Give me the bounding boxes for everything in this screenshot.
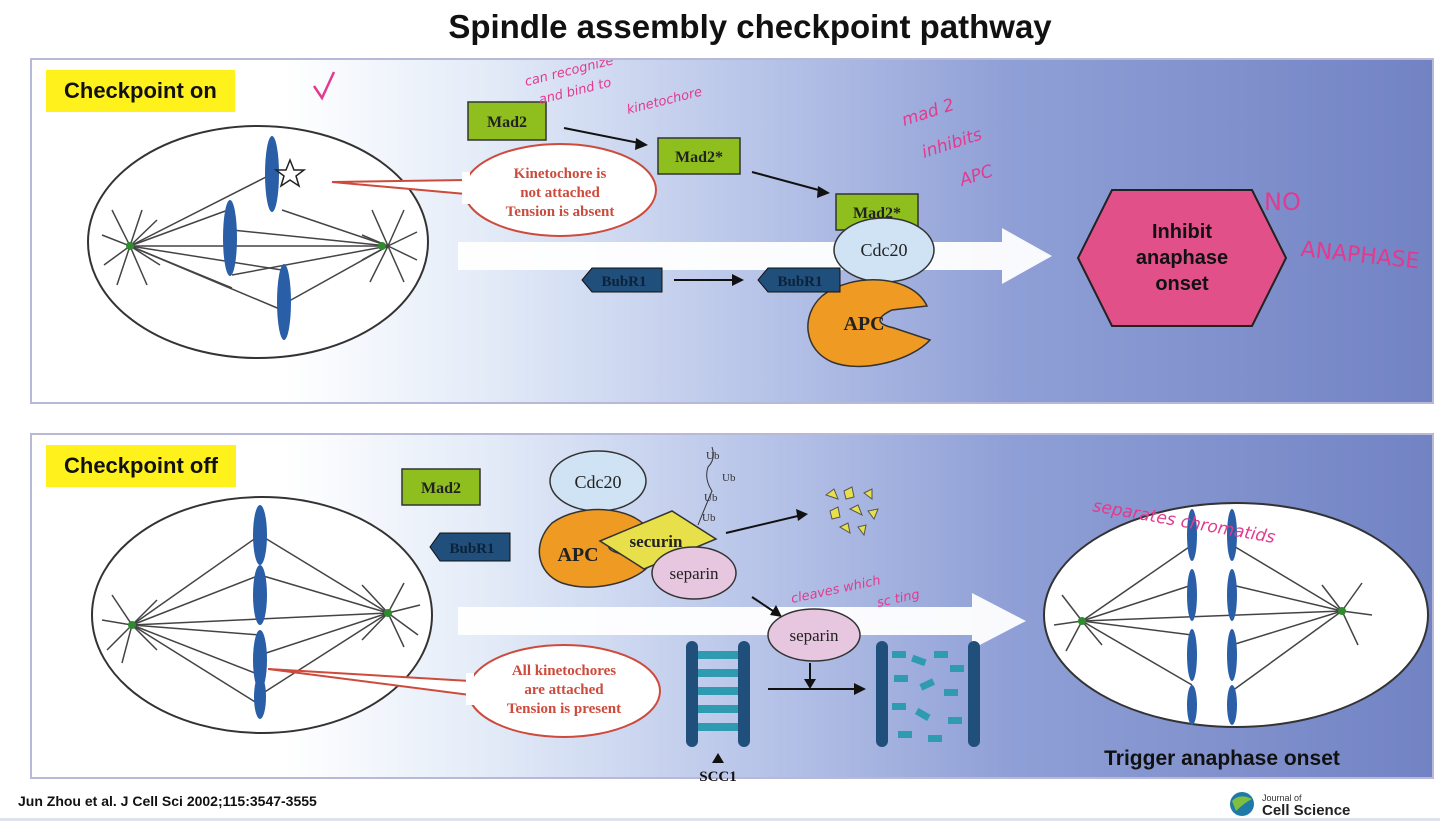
note-right-2: ANAPHASE: [1299, 237, 1420, 274]
mad2-box: [401, 468, 481, 506]
bubble-line-2: are attached: [524, 682, 604, 698]
bubr1-label: BubR1: [449, 541, 494, 557]
bubr1-label: BubR1: [601, 274, 646, 290]
inhibit-line-1: Inhibit: [1152, 221, 1212, 243]
svg-text:Cell Science: Cell Science: [1262, 802, 1350, 819]
ub-2: Ub: [722, 472, 736, 484]
securin-shape: [598, 510, 718, 570]
centrosome-right: [384, 609, 392, 617]
chromosomes: [253, 505, 267, 719]
cohesin-cleaved: [876, 641, 980, 747]
checkpoint-off-panel: Checkpoint off All ki: [30, 433, 1434, 781]
inhibit-hexagon: [1076, 189, 1288, 327]
mad2-star-box: [657, 137, 741, 175]
cell-membrane: [87, 125, 429, 359]
spindle-fibers: [101, 534, 421, 706]
checkpoint-off-label: Checkpoint off: [46, 445, 236, 487]
journal-logo: Journal of Cell Science: [1230, 792, 1350, 819]
apc-shape: [807, 279, 932, 368]
pathway-arrow: [458, 593, 1026, 649]
bubble-line-1: Kinetochore is: [514, 166, 607, 182]
mad2-box: [467, 101, 547, 141]
note-separin-1: cleaves which: [790, 573, 882, 607]
cdc20-label: Cdc20: [575, 472, 622, 492]
chromosomes: [223, 136, 291, 340]
inhibit-line-2: anaphase: [1136, 247, 1228, 269]
securin-label: securin: [630, 532, 683, 551]
mad2-label: Mad2: [421, 480, 461, 497]
checkmark-icon: [312, 71, 336, 101]
scc1-pointer: [712, 753, 724, 763]
apc-shape: [538, 508, 652, 588]
star-icon: [273, 157, 307, 188]
arrow-mad2-star: [751, 171, 827, 193]
checkpoint-on-panel: Checkpoint on: [30, 58, 1434, 404]
checkpoint-on-diagram: Kinetochore is not attached Tension is a…: [87, 60, 1421, 368]
bubr1-bound-shape: [757, 267, 841, 293]
arrow-mad2: [563, 127, 645, 145]
bubr1-shape: [429, 532, 511, 562]
arrow-separin: [751, 596, 777, 614]
note-mid-1: mad 2: [899, 95, 957, 131]
note-mid-3: APC: [956, 161, 995, 191]
note-mid-2: inhibits: [919, 125, 984, 163]
mad2-label: Mad2: [487, 114, 527, 131]
footer-divider: [0, 818, 1440, 821]
note-top-3: kinetochore: [625, 85, 703, 118]
separin-active-label: separin: [789, 626, 839, 645]
centrosome-left: [128, 621, 136, 629]
separated-chromatids: [1187, 509, 1237, 725]
anaphase-spindle: [1053, 544, 1373, 692]
page-title: Spindle assembly checkpoint pathway: [448, 8, 1052, 45]
note-right-1: NO: [1264, 188, 1301, 216]
ub-chain: [697, 446, 714, 526]
logo-text: Journal of: [1262, 793, 1302, 803]
trigger-label: Trigger anaphase onset: [1104, 747, 1340, 770]
cohesin-intact: [686, 641, 750, 747]
apc-label: APC: [843, 313, 884, 335]
checkpoint-on-label: Checkpoint on: [46, 70, 235, 112]
citation: Jun Zhou et al. J Cell Sci 2002;115:3547…: [18, 793, 317, 809]
separin-ellipse: [651, 546, 737, 600]
arrow-degradation: [725, 514, 803, 534]
centrosome-left: [126, 242, 134, 250]
mad2-star-label: Mad2*: [675, 149, 723, 166]
bubble-line-1: All kinetochores: [512, 663, 616, 679]
ub-1: Ub: [706, 450, 720, 462]
securin-fragments: [824, 486, 879, 537]
ub-4: Ub: [702, 512, 716, 524]
ub-3: Ub: [704, 492, 718, 504]
spindle-fibers: [101, 173, 418, 311]
separin-label: separin: [669, 564, 719, 583]
bubr1-shape: [581, 267, 663, 293]
apc-label: APC: [557, 544, 598, 566]
cdc20-label: Cdc20: [861, 240, 908, 260]
checkpoint-off-diagram: All kinetochores are attached Tension is…: [91, 446, 1429, 781]
bubble-line-3: Tension is absent: [506, 204, 615, 220]
centrosome-right: [378, 242, 386, 250]
bubr1-bound-label: BubR1: [777, 274, 822, 290]
separin-active-ellipse: [767, 608, 861, 662]
bubble-line-3: Tension is present: [507, 701, 621, 717]
bubble-line-2: not attached: [520, 185, 600, 201]
scc1-label: SCC1: [699, 769, 737, 781]
inhibit-line-3: onset: [1155, 273, 1209, 295]
